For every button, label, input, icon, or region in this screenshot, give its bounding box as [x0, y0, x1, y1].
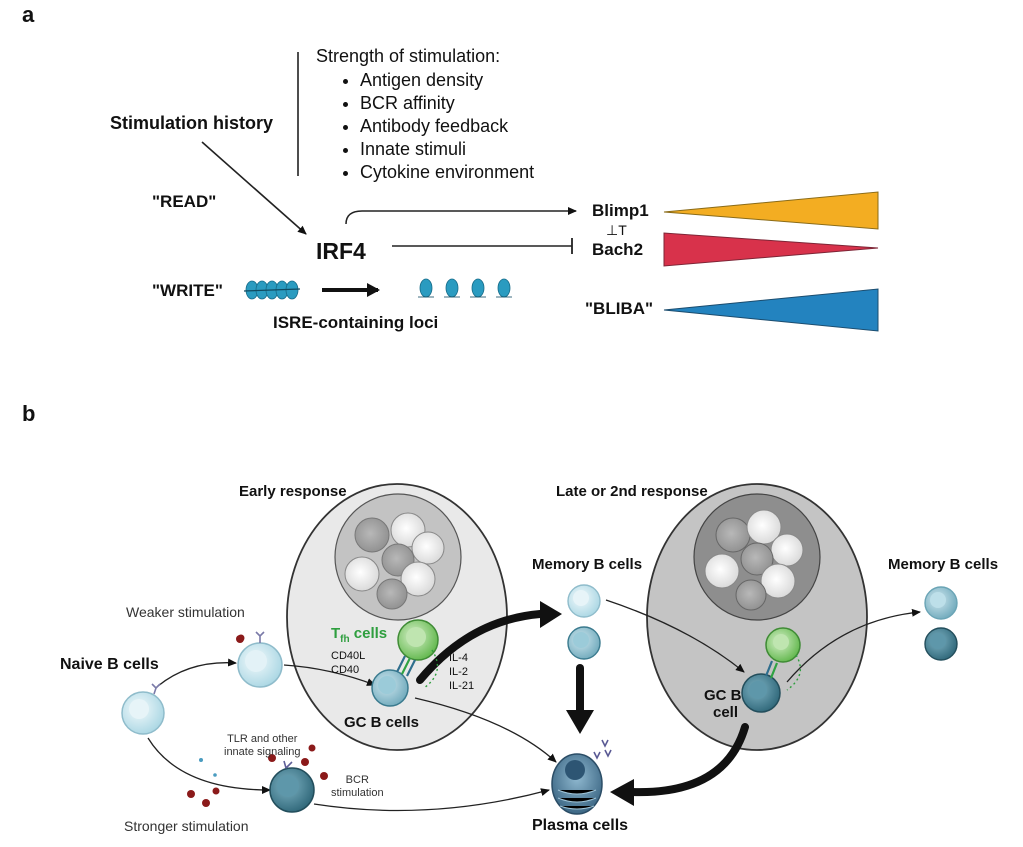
early-germinal-center	[286, 483, 508, 751]
naive-to-weaker-arrow	[157, 658, 237, 687]
panel-b-label: b	[22, 401, 36, 426]
irf4-label: IRF4	[316, 238, 366, 264]
innate-signal-dot-2	[213, 773, 217, 777]
early-response-label: Early response	[239, 483, 347, 500]
memory-to-late-gc-arrow	[605, 599, 745, 673]
memory-b-cells-right-label: Memory B cells	[888, 556, 999, 573]
cd40l-label: CD40L	[331, 650, 366, 662]
memory-b-cell-right-2	[924, 627, 958, 661]
irf4-to-blimp1-arrow	[345, 207, 577, 225]
late-cytokine-arrow	[786, 654, 802, 691]
arrowhead-3	[610, 779, 634, 806]
strength-item: Cytokine environment	[360, 161, 534, 184]
naive-b-cell-icon	[121, 683, 165, 735]
strength-list: Antigen densityBCR affinityAntibody feed…	[338, 69, 534, 184]
late-gc-to-memory-arrow	[786, 608, 921, 683]
il4-label: IL-4	[449, 652, 468, 664]
read-label: "READ"	[152, 192, 217, 211]
gc-to-plasma-arrow	[414, 697, 557, 763]
strength-item: Innate stimuli	[360, 138, 534, 161]
plasma-cell-icon	[551, 739, 612, 815]
tfh-cells-label: Tfh cells	[331, 625, 388, 645]
gc-b-cells-label: GC B cells	[344, 714, 420, 731]
bach2-label: Bach2	[592, 240, 644, 259]
isre-spread-icon	[418, 278, 512, 298]
il2-label: IL-2	[449, 666, 468, 678]
stronger-to-plasma-arrow	[313, 788, 550, 812]
early-gc-b-cell-icon	[371, 669, 409, 707]
strength-item: Antibody feedback	[360, 115, 534, 138]
plasma-cells-label: Plasma cells	[532, 817, 629, 834]
naive-b-cells-label: Naive B cells	[60, 656, 159, 673]
repress-symbol: ⊥T	[606, 222, 627, 238]
weaker-b-cell-icon	[237, 631, 283, 688]
memory-b-cell-right-1	[924, 586, 958, 620]
late-gc-b-cell-icon	[741, 673, 781, 713]
isre-cluster-icon	[243, 280, 301, 300]
history-arrow	[201, 141, 307, 235]
il21-label: IL-21	[449, 680, 475, 692]
isre-label: ISRE-containing loci	[273, 313, 439, 332]
naive-to-stronger-arrow	[147, 737, 271, 794]
arrowhead-1	[540, 601, 562, 628]
weaker-to-gc-arrow	[283, 664, 376, 686]
late-tfh-cell-icon	[765, 627, 801, 663]
late-germinal-center	[646, 483, 868, 751]
bach2-wedge	[663, 232, 879, 267]
panel-a-label: a	[22, 2, 35, 27]
early-tfh-cell-icon	[397, 619, 439, 661]
strength-heading: Strength of stimulation:	[316, 46, 501, 66]
innate-signal-dot	[199, 758, 203, 762]
gc-to-memory-thick-arrow	[416, 610, 544, 684]
bliba-wedge	[663, 288, 879, 332]
write-label: "WRITE"	[152, 281, 223, 300]
blimp1-label: Blimp1	[592, 201, 649, 220]
cd40-label: CD40	[331, 664, 360, 676]
weaker-stimulation-label: Weaker stimulation	[126, 604, 245, 620]
late-gc-to-plasma-thick-arrow	[628, 723, 749, 797]
bliba-label: "BLIBA"	[585, 299, 654, 318]
stimulation-history-label: Stimulation history	[110, 113, 274, 133]
strength-item: Antigen density	[360, 69, 534, 92]
early-cd40-contact	[396, 655, 416, 677]
memory-b-cell-left-2	[567, 626, 601, 660]
memory-b-cells-left-label: Memory B cells	[532, 556, 643, 573]
weaker-antigen-icon	[236, 635, 244, 643]
stronger-stimulation-label: Stronger stimulation	[124, 818, 249, 834]
stronger-antigen-icon	[187, 744, 328, 807]
late-response-label: Late or 2nd response	[556, 483, 708, 500]
memory-b-cell-left-1	[567, 584, 601, 618]
strong-b-cell-icon	[269, 760, 315, 813]
blimp1-wedge	[663, 191, 879, 230]
strength-item: BCR affinity	[360, 92, 534, 115]
late-cd40-contact	[764, 660, 779, 679]
arrowhead-2	[566, 710, 594, 734]
early-cytokine-arrow	[423, 649, 439, 689]
